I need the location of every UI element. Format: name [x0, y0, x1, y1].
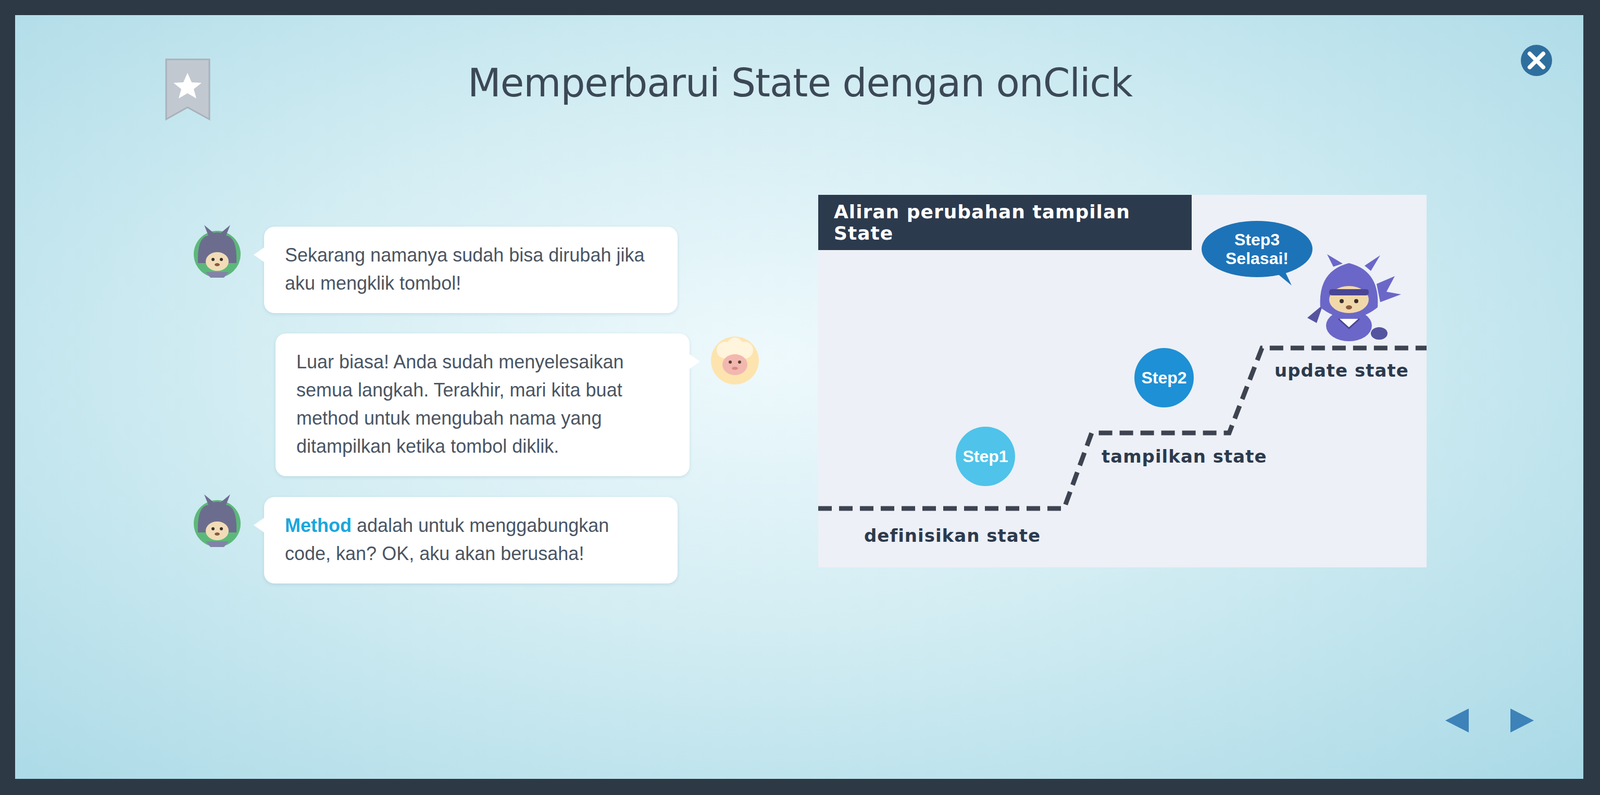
node-text: Aliran perubahan tampilan State — [833, 201, 1177, 244]
next-arrow — [1510, 708, 1534, 733]
node-text: Step1 — [962, 446, 1008, 466]
chat-bubble: Methodadalah untuk menggabungkan code, k… — [264, 496, 678, 584]
bookmark-star — [173, 72, 202, 99]
step-label: tampilkan state — [1101, 445, 1268, 467]
node-text: Step2 — [1141, 368, 1187, 387]
diagram-panel — [818, 194, 1427, 568]
slide-title: Memperbarui State dengan onClick — [279, 60, 1321, 106]
cat-avatar — [193, 225, 241, 278]
sheep-avatar — [710, 336, 759, 385]
prev-arrow — [1445, 708, 1469, 733]
panel-header: Aliran perubahan tampilan State — [818, 194, 1192, 250]
close-icon — [1529, 53, 1544, 68]
staircase-path — [818, 347, 1427, 509]
node-text: Luar biasa! Anda sudah menyelesaikan sem… — [296, 351, 624, 457]
step-label: update state — [1274, 359, 1409, 381]
node-text: Step3 Selasai! — [1218, 230, 1297, 268]
node-text: Sekarang namanya sudah bisa dirubah jika… — [284, 244, 645, 294]
chat-bubble: Sekarang namanya sudah bisa dirubah jika… — [264, 226, 678, 314]
ninja-character — [1307, 254, 1402, 342]
chat-bubble: Luar biasa! Anda sudah menyelesaikan sem… — [275, 333, 690, 477]
cat-avatar — [193, 494, 241, 547]
step-label: definisikan state — [864, 525, 1041, 546]
step-circle: Step2 — [1134, 347, 1194, 408]
step-bubble: Step3 Selasai! — [1201, 220, 1313, 278]
close-button — [1520, 44, 1553, 77]
step-circle: Step1 — [955, 426, 1016, 486]
node-text: Method — [284, 514, 352, 536]
bookmark-ribbon — [166, 59, 210, 120]
